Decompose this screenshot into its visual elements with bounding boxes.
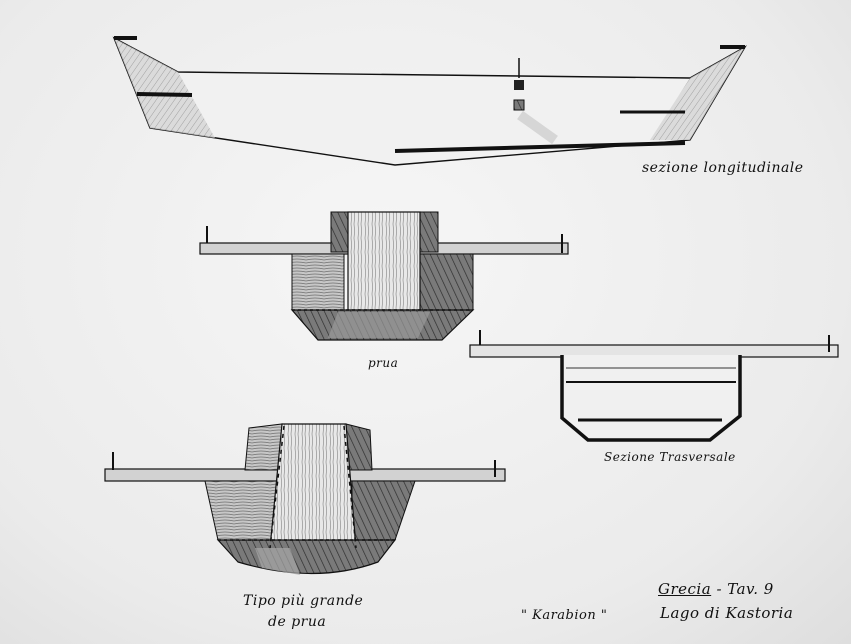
label-plate-number: - Tav. 9 (711, 580, 774, 598)
bow-section (199, 211, 569, 341)
label-boat-name: " Karabion " (521, 608, 608, 623)
longitudinal-section (112, 36, 747, 166)
large-bow-center-plank (269, 423, 357, 549)
label-plate-title: Grecia - Tav. 9 (658, 580, 774, 598)
stern-hatching (114, 38, 215, 138)
label-transverse-section: Sezione Trasversale (604, 450, 736, 464)
label-country: Grecia (658, 580, 712, 598)
bow-hatching (650, 47, 745, 140)
large-bow-section (104, 423, 506, 575)
large-bow-right-side (351, 480, 416, 549)
label-larger-type-line1: Tipo più grande (243, 593, 364, 609)
label-larger-type-line2: de prua (268, 614, 327, 630)
transverse-section (469, 330, 839, 442)
label-location: Lago di Kastoria (660, 604, 794, 622)
label-bow: prua (368, 356, 399, 370)
large-bow-bottom (216, 539, 397, 575)
bow-center-plank (347, 211, 421, 311)
label-longitudinal-section: sezione longitudinale (642, 160, 804, 176)
